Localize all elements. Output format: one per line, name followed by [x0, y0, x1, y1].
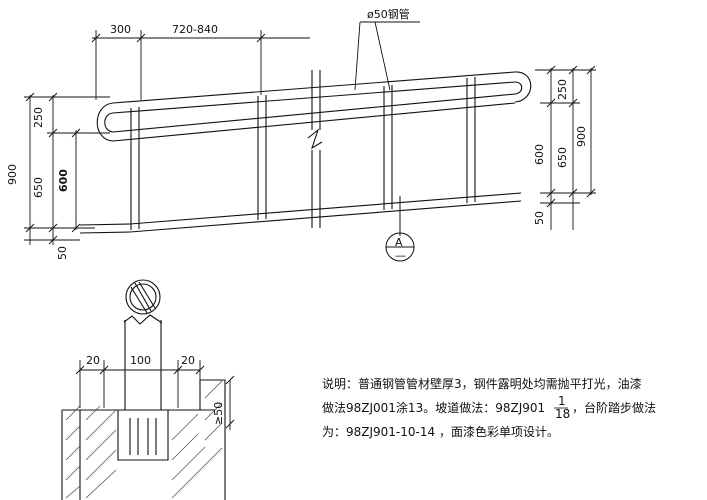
note-line-3: 为：98ZJ901-10-14 ，面漆色彩单项设计。	[322, 425, 559, 439]
left-dim-upper: 250	[32, 107, 45, 128]
left-dim-inner: 600	[57, 169, 70, 192]
mid-rail	[112, 93, 516, 142]
post-1	[130, 107, 140, 230]
note-line-1: 说明：普通钢管管材壁厚3，钢件露明处均需抛平打光，油漆	[322, 376, 642, 391]
break-post	[307, 70, 323, 228]
note-fraction-bottom: 18	[555, 407, 570, 421]
detail-dim-side-right: 20	[181, 354, 195, 367]
detail-dim-side-left: 20	[86, 354, 100, 367]
section-detail	[61, 279, 226, 500]
right-dimension-lines	[535, 65, 596, 230]
section-marker-sub: —	[395, 249, 406, 262]
note-line-2: 做法98ZJ001涂13。坡道做法：98ZJ901	[322, 400, 545, 415]
note-line-2-tail: ，台阶踏步做法	[572, 400, 656, 415]
right-rail-loop	[514, 71, 532, 103]
left-dim-base: 50	[56, 246, 69, 260]
section-marker-letter: A	[395, 236, 403, 249]
right-dim-upper: 250	[556, 79, 569, 100]
ground-rail	[79, 192, 522, 234]
post-3	[383, 85, 393, 210]
detail-dim-width: 100	[130, 354, 151, 367]
note-fraction-top: 1	[558, 394, 566, 408]
left-dimension-lines	[24, 92, 110, 245]
section-hatch	[65, 380, 223, 499]
detail-dimension-lines	[75, 360, 235, 430]
pipe-callout	[354, 21, 420, 91]
left-rail-loop	[96, 102, 114, 142]
right-dim-lower: 650	[556, 147, 569, 168]
handrail-elevation	[79, 70, 532, 234]
right-dim-base: 50	[533, 211, 546, 225]
pipe-label: ø50钢管	[367, 7, 410, 21]
left-dim-total: 900	[6, 164, 19, 185]
post-2	[257, 95, 267, 220]
right-dim-total: 900	[575, 126, 588, 147]
dim-end-offset: 300	[110, 23, 131, 36]
left-dim-lower: 650	[32, 177, 45, 198]
dim-post-spacing: 720-840	[172, 23, 218, 36]
detail-dim-depth: ≥50	[212, 402, 225, 425]
notes-block: 说明：普通钢管管材壁厚3，钢件露明处均需抛平打光，油漆 做法98ZJ001涂13…	[322, 376, 656, 439]
section-marker	[385, 196, 415, 262]
right-dim-inner: 600	[533, 144, 546, 165]
top-rail	[112, 71, 516, 114]
top-dimension-line	[91, 30, 310, 100]
post-4	[466, 77, 476, 203]
